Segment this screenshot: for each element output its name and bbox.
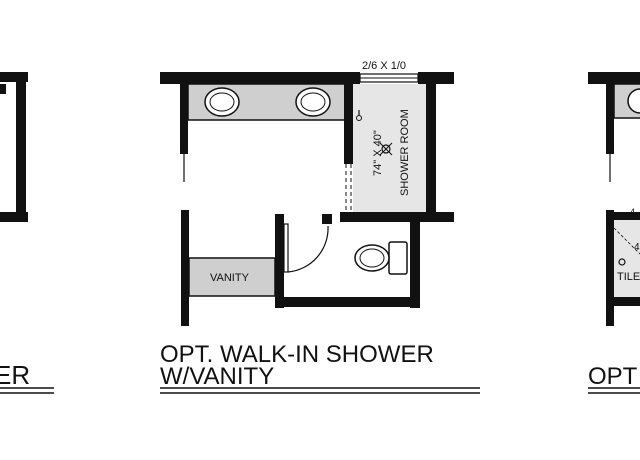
toilet-room-right-wall	[410, 214, 420, 308]
vanity-label: VANITY	[210, 272, 250, 284]
left-label: ER	[0, 360, 30, 390]
shower-valve	[356, 115, 362, 121]
right-tile-diag-1	[613, 227, 640, 255]
left-wall-lower	[181, 210, 189, 326]
center-plan: 2/6 X 1/0 74" X 40" SHOWER ROOM VANIT	[160, 60, 480, 394]
right-mid-wall	[614, 212, 640, 220]
shower-drain	[379, 142, 393, 156]
right-tile-floor	[614, 220, 640, 298]
toilet-room-bottom-wall	[284, 297, 420, 307]
left-wall-upper	[180, 72, 188, 154]
top-wall-left	[160, 72, 360, 84]
sink-left-bowl	[209, 92, 235, 112]
left-bottom-wall	[0, 212, 28, 222]
door-swing	[287, 225, 329, 273]
right-bottom-wall	[606, 297, 640, 306]
left-top-wall	[0, 72, 28, 82]
left-side-wall	[16, 72, 26, 222]
door-leaf	[283, 223, 289, 273]
right-dim-label-2: 4	[634, 242, 640, 253]
sink-right	[295, 87, 331, 117]
right-partial-plan: 4 4 TILE OPT	[588, 72, 640, 394]
center-title-line2: W/VANITY	[160, 363, 274, 390]
shower-right-wall	[426, 72, 436, 222]
right-dim-label: 4	[630, 207, 635, 217]
right-tile-label: TILE	[617, 271, 640, 283]
shower-bottom-wall	[340, 212, 454, 222]
right-sink	[627, 88, 640, 114]
sink-left	[204, 87, 240, 117]
right-label: OPT	[588, 363, 638, 390]
window-label: 2/6 X 1/0	[362, 60, 406, 72]
right-left-wall-upper	[606, 72, 614, 154]
sink-right-bowl	[300, 92, 326, 112]
toilet-room-top-wall	[322, 214, 332, 224]
right-valve	[618, 258, 626, 266]
shower-room-label: SHOWER ROOM	[399, 109, 411, 196]
toilet-icon	[354, 241, 408, 275]
vanity-side-wall	[275, 214, 284, 308]
vanity-counter	[188, 257, 276, 297]
center-title-line1: OPT. WALK-IN SHOWER	[160, 341, 434, 368]
left-partial-plan: ER	[0, 72, 54, 394]
left-stub	[0, 84, 6, 94]
right-left-wall-lower	[606, 210, 614, 326]
shower-divider-wall	[344, 84, 353, 164]
shower-size-label: 74" X 40"	[372, 130, 384, 176]
